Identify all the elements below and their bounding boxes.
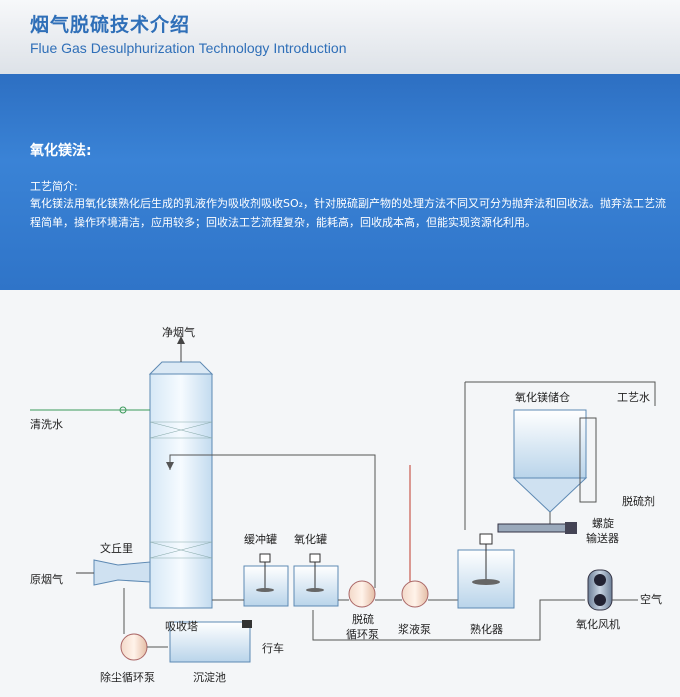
label-dust-pump: 除尘循环泵 — [100, 670, 155, 684]
label-raw-gas: 原烟气 — [30, 572, 63, 586]
wash-water-line — [30, 406, 150, 414]
slurry-pump — [401, 580, 429, 608]
label-absorber: 吸收塔 — [165, 619, 198, 633]
desulf-circ-pump — [348, 580, 376, 608]
label-mgo-silo: 氧化镁储仓 — [515, 390, 570, 404]
label-screw-1: 螺旋 — [592, 516, 614, 530]
label-oxidation-fan: 氧化风机 — [576, 617, 620, 631]
label-settling-tank: 沉淀池 — [193, 670, 226, 684]
label-desulf-pump-1: 脱硫 — [352, 612, 374, 626]
venturi — [76, 559, 151, 586]
label-desulfurizer: 脱硫剂 — [622, 494, 655, 508]
method-title: 氧化镁法: — [30, 143, 92, 159]
screw-conveyor — [497, 522, 577, 534]
oxidation-fan — [587, 569, 638, 611]
header-banner: 烟气脱硫技术介绍 Flue Gas Desulphurization Techn… — [0, 0, 680, 74]
label-screw-2: 输送器 — [586, 531, 619, 545]
recirculation-line — [166, 454, 376, 588]
label-wash-water: 清洗水 — [30, 418, 63, 431]
label-oxidation-tank: 氧化罐 — [294, 532, 327, 546]
intro-text: 氧化镁法用氧化镁熟化后生成的乳液作为吸收剂吸收SO₂，针对脱硫副产物的处理方法不… — [30, 197, 667, 229]
slaker — [457, 533, 515, 609]
label-slurry-pump: 浆液泵 — [398, 622, 431, 636]
process-diagram: 净烟气 清洗水 文丘里 原烟气 吸收塔 除尘循环泵 沉淀池 行车 缓冲罐 氧化罐… — [30, 325, 662, 684]
dust-circ-pump — [120, 633, 148, 661]
label-desulf-pump-2: 循环泵 — [346, 628, 379, 641]
label-buffer-tank: 缓冲罐 — [244, 532, 277, 546]
label-crane: 行车 — [262, 641, 284, 655]
label-clean-gas: 净烟气 — [162, 325, 195, 339]
absorber-tower — [148, 336, 214, 609]
settling-tank — [169, 620, 252, 663]
mgo-silo — [512, 409, 597, 524]
label-process-water: 工艺水 — [617, 391, 650, 404]
intro-band — [0, 74, 680, 290]
page-title-en: Flue Gas Desulphurization Technology Int… — [30, 40, 347, 56]
page-title-cn: 烟气脱硫技术介绍 — [30, 14, 191, 36]
intro-heading: 工艺简介: — [30, 180, 78, 193]
slurry-line — [409, 381, 656, 585]
label-slaker: 熟化器 — [470, 622, 503, 636]
oxidation-tank — [293, 553, 339, 607]
label-venturi: 文丘里 — [100, 541, 133, 555]
label-air: 空气 — [640, 592, 662, 606]
buffer-tank — [243, 553, 289, 607]
